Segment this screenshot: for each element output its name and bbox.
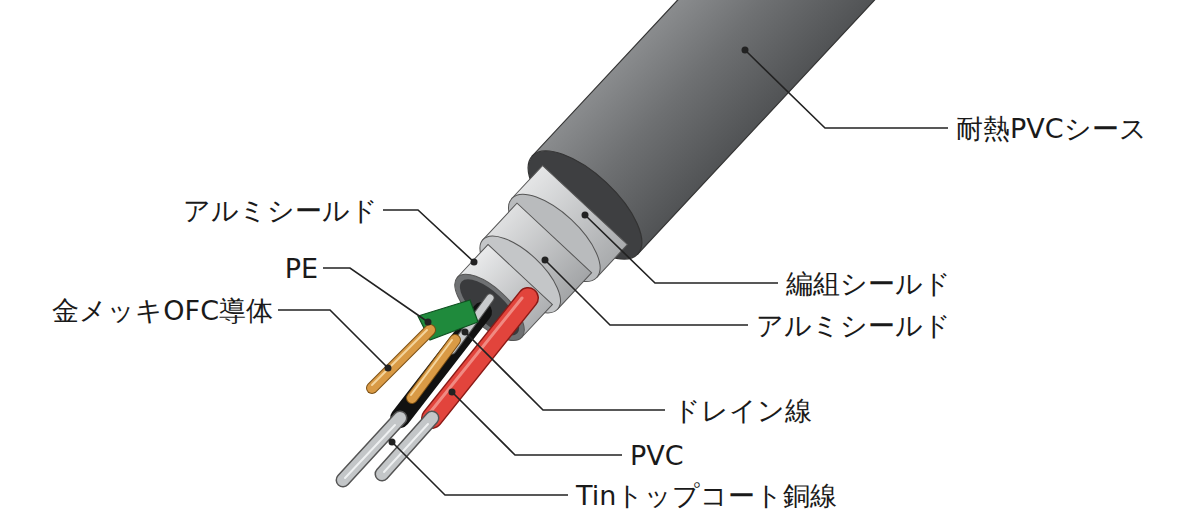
leader-dot bbox=[449, 389, 456, 396]
callout-label: アルミシールド bbox=[756, 312, 951, 339]
leader-dot bbox=[462, 329, 469, 336]
callout-label: アルミシールド bbox=[183, 197, 378, 224]
callout-label: 金メッキOFC導体 bbox=[52, 297, 273, 324]
callout-label: 耐熱PVCシース bbox=[956, 115, 1147, 142]
gold-highlight bbox=[411, 340, 452, 395]
leader-line bbox=[392, 442, 568, 495]
leader-dots bbox=[385, 47, 749, 446]
leader-line bbox=[452, 392, 622, 455]
leader-dot bbox=[582, 212, 589, 219]
strand-highlight bbox=[384, 424, 428, 472]
leader-line bbox=[745, 50, 948, 128]
callout-label: ドレイン線 bbox=[673, 397, 812, 424]
leader-dot bbox=[385, 365, 392, 372]
leader-line bbox=[545, 260, 748, 325]
leader-line bbox=[465, 332, 665, 410]
leader-line bbox=[383, 210, 474, 262]
gold-conductor bbox=[412, 340, 455, 398]
leader-line bbox=[323, 268, 428, 322]
stranded-conductor bbox=[382, 418, 432, 474]
leader-line bbox=[585, 215, 778, 283]
callout-label: 編組シールド bbox=[786, 270, 951, 297]
callout-label: Tinトップコート銅線 bbox=[576, 482, 837, 509]
leader-dot bbox=[389, 439, 396, 446]
callout-label: PE bbox=[285, 255, 318, 282]
leader-line bbox=[278, 310, 388, 368]
callout-label: PVC bbox=[630, 442, 684, 469]
leader-dot bbox=[542, 257, 549, 264]
stranded-conductor bbox=[382, 418, 432, 474]
leader-dot bbox=[425, 319, 432, 326]
gold-highlight bbox=[372, 330, 427, 385]
wires bbox=[343, 298, 528, 480]
leader-dot bbox=[742, 47, 749, 54]
gold-conductor bbox=[412, 340, 455, 398]
leader-dot bbox=[471, 259, 478, 266]
